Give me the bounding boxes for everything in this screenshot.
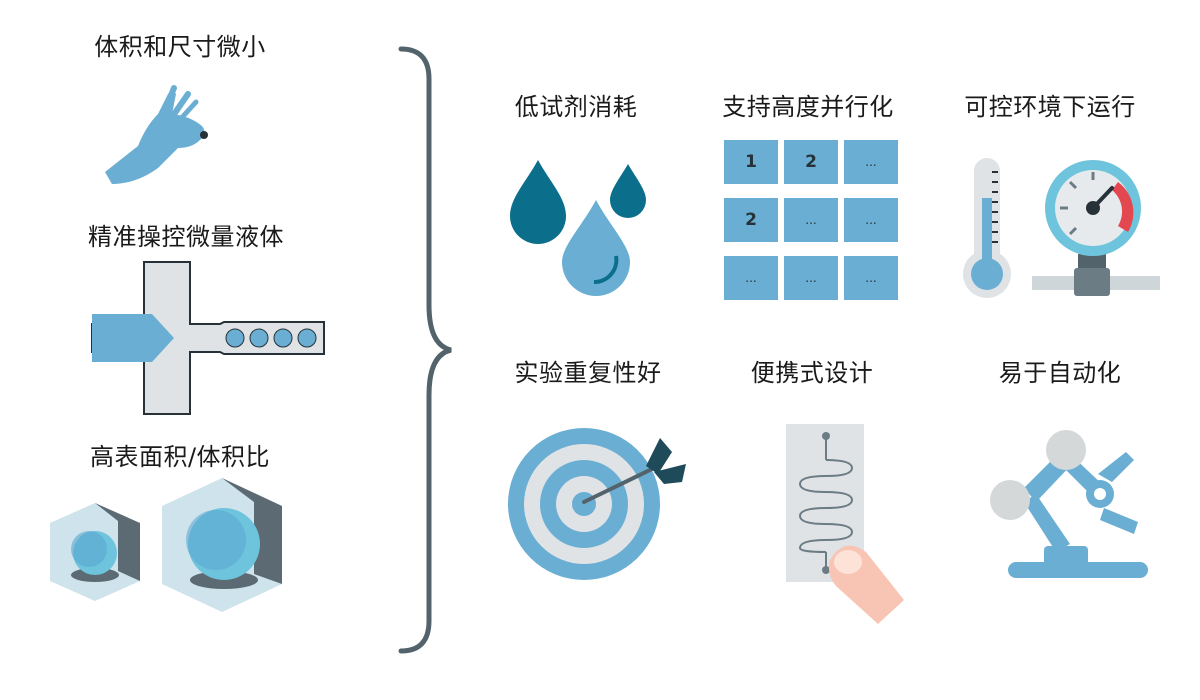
- label-parallel: 支持高度并行化: [722, 93, 894, 121]
- thermometer-icon: [963, 158, 1011, 298]
- label-portable: 便携式设计: [750, 359, 874, 387]
- label-precise-control: 精准操控微量液体: [88, 223, 284, 251]
- grid-cell: 2: [784, 140, 838, 184]
- grid-cell: 2: [724, 198, 778, 242]
- grid-cell: ...: [844, 140, 898, 184]
- pressure-gauge-icon: [1032, 160, 1160, 296]
- label-small-size: 体积和尺寸微小: [94, 33, 266, 61]
- label-low-reagent: 低试剂消耗: [514, 93, 638, 121]
- grid-cell: 1: [724, 140, 778, 184]
- chip-hand-icon: [786, 424, 904, 624]
- droplets-icon: [510, 160, 646, 296]
- label-surface-volume: 高表面积/体积比: [89, 443, 271, 471]
- robot-arm-icon: [990, 430, 1148, 578]
- hand-pinch-icon: [105, 85, 208, 184]
- sphere-cube-small-icon: [50, 503, 140, 601]
- grid-cell: ...: [844, 256, 898, 300]
- microchannel-icon: [91, 261, 325, 415]
- label-controlled-env: 可控环境下运行: [964, 93, 1136, 121]
- label-reproducibility: 实验重复性好: [514, 359, 662, 387]
- grid-cell: ...: [784, 256, 838, 300]
- grid-cell: ...: [844, 198, 898, 242]
- target-icon: [508, 428, 686, 580]
- grid-cell: ...: [784, 198, 838, 242]
- sphere-cube-large-icon: [162, 478, 282, 612]
- curly-brace: [398, 46, 452, 654]
- grid-icon: 1 2 ... 2 ... ... ... ... ...: [724, 140, 898, 300]
- grid-cell: ...: [724, 256, 778, 300]
- label-automation: 易于自动化: [998, 359, 1122, 387]
